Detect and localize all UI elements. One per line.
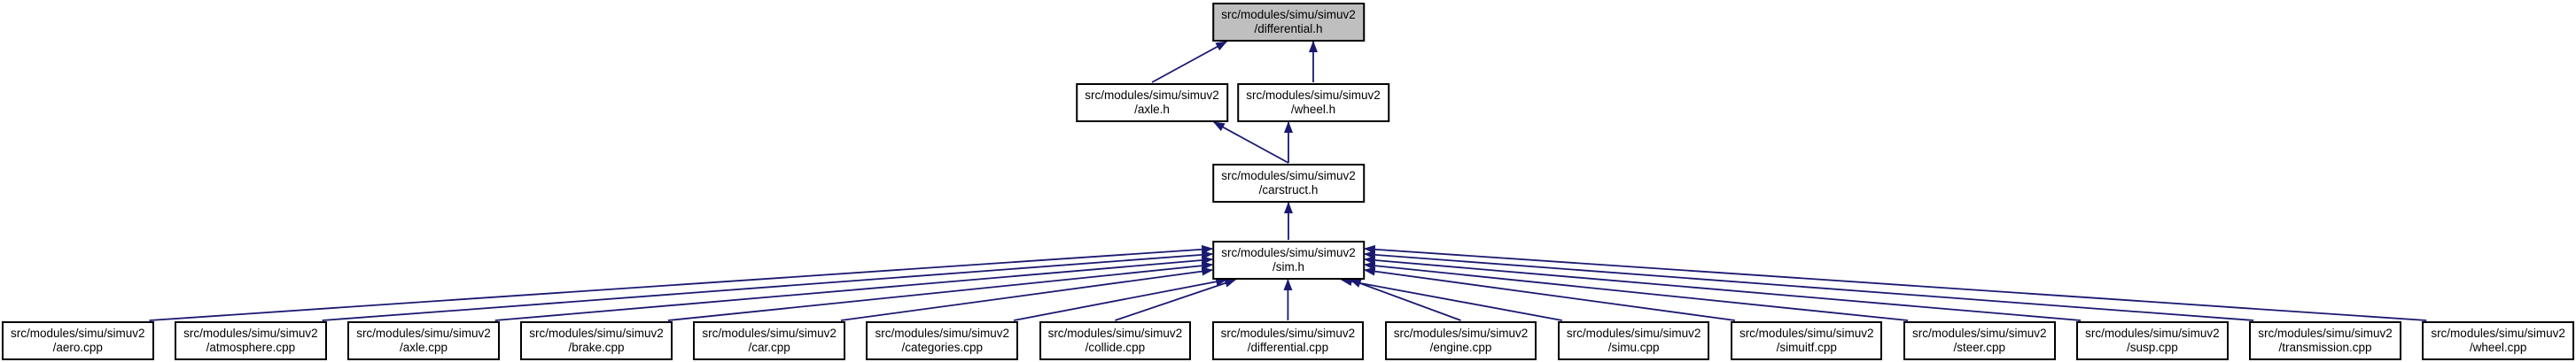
node-label-line1: src/modules/simu/simuv2 [1220,327,1356,340]
node-label-line2: /simuitf.cpp [1776,341,1837,354]
graph-node-wheel-h[interactable]: src/modules/simu/simuv2/wheel.h [1237,83,1389,122]
node-label-line2: /axle.cpp [399,341,447,354]
dependency-edge [1013,277,1228,321]
node-label-line2: /collide.cpp [1085,341,1146,354]
dependency-edge [149,244,1214,321]
node-label-line1: src/modules/simu/simuv2 [2085,327,2220,340]
node-label-line2: /brake.cpp [568,341,625,354]
dependency-edge [1340,277,1563,321]
node-label-line2: /aero.cpp [52,341,103,354]
graph-node-differential-cpp[interactable]: src/modules/simu/simuv2/differential.cpp [1211,321,1365,360]
dependency-edge [1115,279,1237,321]
graph-node-differential-h: src/modules/simu/simuv2/differential.h [1212,3,1365,42]
graph-node-sim-h[interactable]: src/modules/simu/simuv2/sim.h [1212,241,1365,280]
dependency-edge [840,266,1214,321]
node-label-line2: /differential.h [1254,22,1323,35]
graph-node-transmission-cpp[interactable]: src/modules/simu/simuv2/transmission.cpp [2249,321,2401,360]
graph-node-atmosphere-cpp[interactable]: src/modules/simu/simuv2/atmosphere.cpp [175,321,327,360]
node-label-line2: /simu.cpp [1607,341,1660,354]
node-label-line1: src/modules/simu/simuv2 [1085,89,1219,102]
node-label-line1: src/modules/simu/simuv2 [1393,327,1529,340]
graph-node-axle-cpp[interactable]: src/modules/simu/simuv2/axle.cpp [347,321,500,360]
dependency-edge [1151,41,1228,83]
graph-node-categories-cpp[interactable]: src/modules/simu/simuv2/categories.cpp [866,321,1019,360]
dependency-edge [494,256,1214,321]
dependency-edge [1363,256,2082,321]
node-label-line1: src/modules/simu/simuv2 [356,327,491,340]
graph-node-brake-cpp[interactable]: src/modules/simu/simuv2/brake.cpp [520,321,673,360]
node-label-line1: src/modules/simu/simuv2 [1912,327,2047,340]
node-label-line1: src/modules/simu/simuv2 [1047,327,1183,340]
graph-node-simuitf-cpp[interactable]: src/modules/simu/simuv2/simuitf.cpp [1730,321,1883,360]
node-label-line1: src/modules/simu/simuv2 [11,327,145,340]
graph-node-collide-cpp[interactable]: src/modules/simu/simuv2/collide.cpp [1039,321,1192,360]
dependency-edge [322,250,1214,321]
node-label-line1: src/modules/simu/simuv2 [1221,246,1356,259]
dependency-edge [1363,250,2254,321]
node-label-line2: /differential.cpp [1247,341,1329,354]
graph-node-car-cpp[interactable]: src/modules/simu/simuv2/car.cpp [693,321,845,360]
node-label-line1: src/modules/simu/simuv2 [1246,89,1381,102]
node-label-line1: src/modules/simu/simuv2 [1739,327,1874,340]
dependency-edge [1363,266,1736,321]
node-label-line2: /wheel.h [1290,103,1336,116]
node-label-line2: /steer.cpp [1953,341,2006,354]
dependency-edge [1363,244,2427,321]
dependency-edge [667,261,1214,321]
node-label-line1: src/modules/simu/simuv2 [2258,327,2393,340]
node-label-line1: src/modules/simu/simuv2 [875,327,1010,340]
node-label-line2: /carstruct.h [1258,183,1319,196]
graph-node-carstruct-h[interactable]: src/modules/simu/simuv2/carstruct.h [1212,164,1365,203]
node-label-line2: /engine.cpp [1429,341,1492,354]
node-label-line1: src/modules/simu/simuv2 [2431,327,2565,340]
dependency-edge [1212,121,1289,164]
graph-node-steer-cpp[interactable]: src/modules/simu/simuv2/steer.cpp [1903,321,2056,360]
node-label-line2: /atmosphere.cpp [206,341,296,354]
graph-node-engine-cpp[interactable]: src/modules/simu/simuv2/engine.cpp [1384,321,1537,360]
node-label-line1: src/modules/simu/simuv2 [183,327,318,340]
node-label-line1: src/modules/simu/simuv2 [1566,327,1701,340]
node-label-line1: src/modules/simu/simuv2 [1221,169,1356,182]
node-label-line1: src/modules/simu/simuv2 [702,327,837,340]
dependency-edge [1349,279,1461,321]
node-label-line1: src/modules/simu/simuv2 [529,327,664,340]
node-label-line2: /sim.h [1272,260,1305,273]
graph-node-aero-cpp[interactable]: src/modules/simu/simuv2/aero.cpp [2,321,154,360]
node-label-line2: /categories.cpp [901,341,984,354]
graph-node-wheel-cpp[interactable]: src/modules/simu/simuv2/wheel.cpp [2422,321,2574,360]
node-label-line2: /wheel.cpp [2469,341,2527,354]
node-label-line2: /car.cpp [748,341,790,354]
node-label-line2: /axle.h [1134,103,1170,116]
dependency-edge [1363,261,1909,321]
graph-node-simu-cpp[interactable]: src/modules/simu/simuv2/simu.cpp [1557,321,1710,360]
graph-node-susp-cpp[interactable]: src/modules/simu/simuv2/susp.cpp [2076,321,2229,360]
graph-node-axle-h[interactable]: src/modules/simu/simuv2/axle.h [1076,83,1228,122]
node-label-line2: /susp.cpp [2127,341,2178,354]
node-label-line1: src/modules/simu/simuv2 [1221,8,1356,21]
node-label-line2: /transmission.cpp [2278,341,2372,354]
